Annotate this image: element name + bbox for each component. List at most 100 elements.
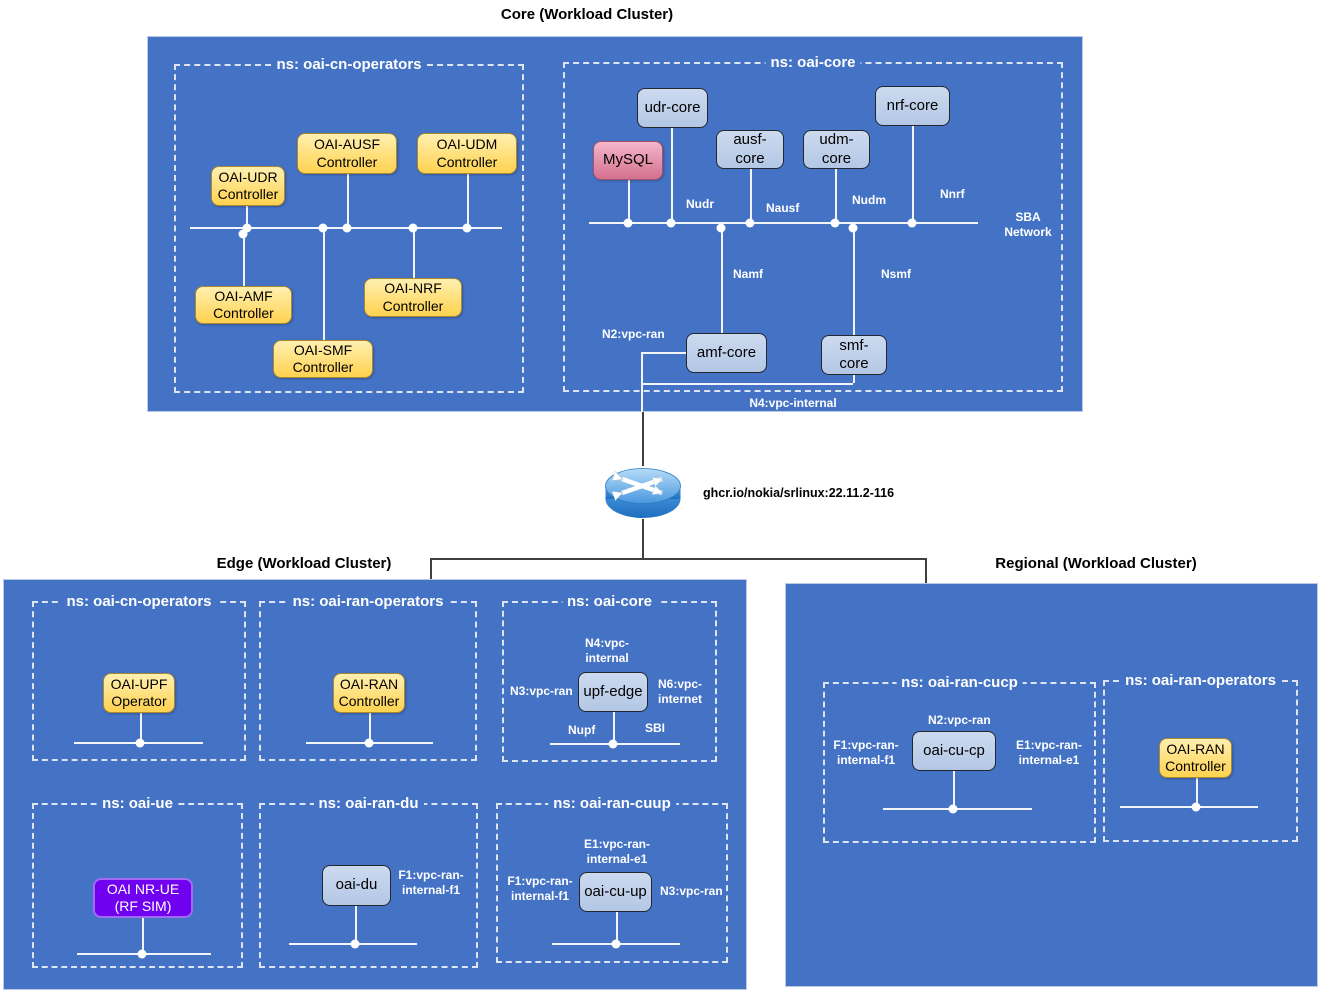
label-sba-network: SBA Network: [1004, 210, 1052, 239]
junction-dot: [745, 218, 755, 228]
label-e1-cuup: E1:vpc-ran-internal-e1: [583, 837, 651, 866]
junction-dot: [1191, 802, 1201, 812]
ns-label-regional-ran-cucp: ns: oai-ran-cucp: [896, 672, 1023, 693]
regional-cluster-title: Regional (Workload Cluster): [995, 555, 1197, 572]
node-oai-nrf-controller: OAI-NRF Controller: [364, 278, 462, 317]
label-nudr: Nudr: [686, 197, 714, 211]
link-core-to-router: [642, 412, 644, 466]
ns-label-edge-ran-cuup: ns: oai-ran-cuup: [548, 793, 676, 814]
label-nudm: Nudm: [852, 193, 886, 207]
junction-dot: [137, 949, 147, 959]
connector-ausf-controller: [347, 174, 349, 227]
ns-box-edge-ran-cuup: ns: oai-ran-cuup: [496, 793, 728, 963]
link-router-split: [430, 558, 925, 560]
label-namf: Namf: [733, 267, 764, 281]
connector-regional-ran-controller: [1196, 778, 1198, 806]
node-oai-cu-cp: oai-cu-cp: [912, 731, 996, 771]
connector-smf-controller: [323, 229, 325, 340]
edge-cluster-box: [3, 579, 747, 990]
link-to-regional: [925, 558, 927, 583]
connector-namf: [721, 224, 723, 333]
junction-dot: [907, 218, 917, 228]
junction-dot: [350, 939, 360, 949]
junction-dot: [242, 223, 252, 233]
node-nrf-core: nrf-core: [875, 86, 950, 126]
junction-dot: [611, 939, 621, 949]
label-n4-vpc-internal: N4:vpc-internal: [749, 396, 837, 410]
link-to-edge: [430, 558, 432, 579]
connector-udr-controller: [246, 206, 248, 227]
bus-sba-network: [589, 222, 978, 224]
connector-nsmf: [853, 224, 855, 335]
junction-dot: [830, 218, 840, 228]
junction-dot: [608, 739, 618, 749]
connector-amf-controller: [243, 229, 245, 286]
label-edge-n4: N4:vpc-internal: [584, 636, 629, 665]
router-icon: [604, 467, 682, 520]
node-oai-ausf-controller: OAI-AUSF Controller: [297, 133, 397, 174]
junction-dot: [342, 223, 352, 233]
node-amf-core: amf-core: [686, 333, 767, 373]
line-n4-horizontal: [641, 383, 853, 385]
router-image-label: ghcr.io/nokia/srlinux:22.11.2-116: [703, 486, 895, 500]
label-nnrf: Nnrf: [940, 187, 965, 201]
junction-dot: [135, 738, 145, 748]
ns-box-edge-ran-operators: ns: oai-ran-operators: [259, 591, 477, 761]
label-f1-du: F1:vpc-ran-internal-f1: [398, 868, 464, 897]
junction-dot: [408, 223, 418, 233]
node-ausf-core: ausf-core: [716, 130, 784, 169]
ns-box-edge-ran-du: ns: oai-ran-du: [259, 793, 478, 968]
ns-box-edge-cn-operators: ns: oai-cn-operators: [32, 591, 246, 761]
label-edge-n3: N3:vpc-ran: [510, 684, 573, 698]
link-router-down: [642, 519, 644, 558]
label-sbi: SBI: [645, 721, 666, 735]
connector-ausf-core: [750, 169, 752, 222]
ns-label-edge-ran-du: ns: oai-ran-du: [313, 793, 424, 814]
junction-dot: [462, 223, 472, 233]
edge-cluster-title: Edge (Workload Cluster): [216, 555, 392, 572]
junction-dot: [623, 218, 633, 228]
line-n4-vertical: [853, 375, 855, 383]
connector-upf-operator: [140, 713, 142, 742]
node-regional-oai-ran-controller: OAI-RAN Controller: [1159, 738, 1232, 778]
connector-udr-core: [671, 128, 673, 222]
label-n3-cuup: N3:vpc-ran: [660, 884, 723, 898]
node-oai-nr-ue: OAI NR-UE (RF SIM): [93, 878, 193, 918]
node-edge-oai-ran-controller: OAI-RAN Controller: [333, 673, 405, 713]
connector-edge-ran-controller: [369, 713, 371, 742]
label-regional-e1: E1:vpc-ran-internal-e1: [1015, 738, 1083, 767]
node-udr-core: udr-core: [637, 88, 708, 128]
ns-box-edge-oai-ue: ns: oai-ue: [32, 793, 243, 968]
node-oai-udm-controller: OAI-UDM Controller: [417, 133, 517, 174]
connector-oai-cu-up: [616, 912, 618, 943]
connector-oai-du: [355, 906, 357, 943]
connector-oai-cu-cp: [953, 771, 955, 808]
ns-label-edge-ran-operators: ns: oai-ran-operators: [287, 591, 449, 612]
node-oai-udr-controller: OAI-UDR Controller: [211, 166, 285, 206]
junction-dot: [318, 223, 328, 233]
node-smf-core: smf-core: [821, 335, 887, 375]
regional-cluster-box: [785, 583, 1318, 987]
connector-upf-edge: [613, 712, 615, 743]
ns-label-edge-cn-operators: ns: oai-cn-operators: [61, 591, 217, 612]
junction-dot: [716, 223, 726, 233]
bus-oai-cu-cp: [883, 808, 1032, 810]
ns-box-edge-oai-core: ns: oai-core: [502, 591, 717, 762]
node-upf-edge: upf-edge: [578, 672, 648, 712]
ns-box-regional-ran-operators: ns: oai-ran-operators: [1103, 670, 1298, 842]
ns-label-edge-oai-core: ns: oai-core: [561, 591, 658, 612]
label-edge-n6: N6:vpc-internet: [658, 677, 703, 706]
bus-regional-ran-controller: [1120, 806, 1258, 808]
ns-label-core-oai-core: ns: oai-core: [765, 52, 861, 73]
core-cluster-title: Core (Workload Cluster): [500, 6, 674, 23]
node-oai-amf-controller: OAI-AMF Controller: [195, 286, 292, 324]
ns-box-regional-ran-cucp: ns: oai-ran-cucp: [823, 672, 1096, 843]
ns-label-edge-oai-ue: ns: oai-ue: [97, 793, 178, 814]
ns-box-core-oai-core: ns: oai-core: [563, 52, 1063, 392]
label-regional-n2: N2:vpc-ran: [928, 713, 991, 727]
node-oai-du: oai-du: [322, 865, 391, 906]
connector-nrf-controller: [413, 229, 415, 278]
ns-label-regional-ran-operators: ns: oai-ran-operators: [1120, 670, 1281, 691]
connector-nr-ue: [142, 918, 144, 953]
junction-dot: [848, 223, 858, 233]
